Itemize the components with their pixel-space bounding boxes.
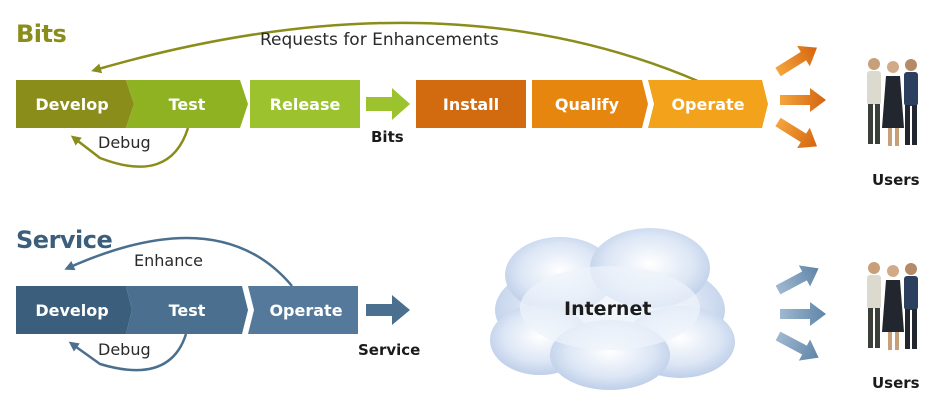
stage-operate-shape (648, 80, 768, 128)
bits-debug-label: Debug (98, 133, 151, 152)
debug-arc-bits (70, 127, 190, 168)
service-develop-shape (16, 286, 132, 334)
stage-install: Install (442, 94, 500, 114)
stage-qualify: Qualify (554, 94, 620, 114)
service-operate-shape (248, 286, 358, 334)
requests-arc (91, 21, 701, 84)
service-title: Service (16, 226, 113, 254)
stage-develop-shape (16, 80, 134, 128)
internet-label: Internet (564, 298, 652, 320)
service-users-label: Users (872, 374, 920, 392)
stage-develop: Develop (35, 94, 109, 114)
stage-operate: Operate (671, 94, 745, 114)
stage-release-shape (250, 80, 360, 128)
enhance-label: Enhance (134, 251, 203, 270)
bits-output-label: Bits (371, 128, 404, 146)
service-distribution-arrows (775, 265, 826, 361)
requests-label: Requests for Enhancements (260, 30, 499, 50)
release-arrow (366, 88, 410, 120)
service-stage-develop: Develop (35, 300, 109, 320)
service-stage-test: Test (168, 300, 206, 320)
stage-qualify-shape (532, 80, 648, 128)
debug-arc-service (68, 333, 188, 372)
cloud-icon (490, 228, 735, 390)
stage-test: Test (168, 94, 206, 114)
people-icon (867, 262, 918, 350)
service-output-label: Service (358, 341, 421, 359)
people-icon (867, 58, 918, 146)
service-arrow (366, 295, 410, 325)
enhance-arc (64, 236, 293, 287)
bits-users-label: Users (872, 171, 920, 189)
service-debug-label: Debug (98, 340, 151, 359)
bits-distribution-arrows (775, 45, 826, 149)
stage-test-shape (126, 80, 248, 128)
bits-title: Bits (16, 20, 67, 48)
stage-install-shape (416, 80, 526, 128)
service-stage-operate: Operate (269, 300, 343, 320)
stage-release: Release (269, 94, 341, 114)
service-test-shape (126, 286, 248, 334)
